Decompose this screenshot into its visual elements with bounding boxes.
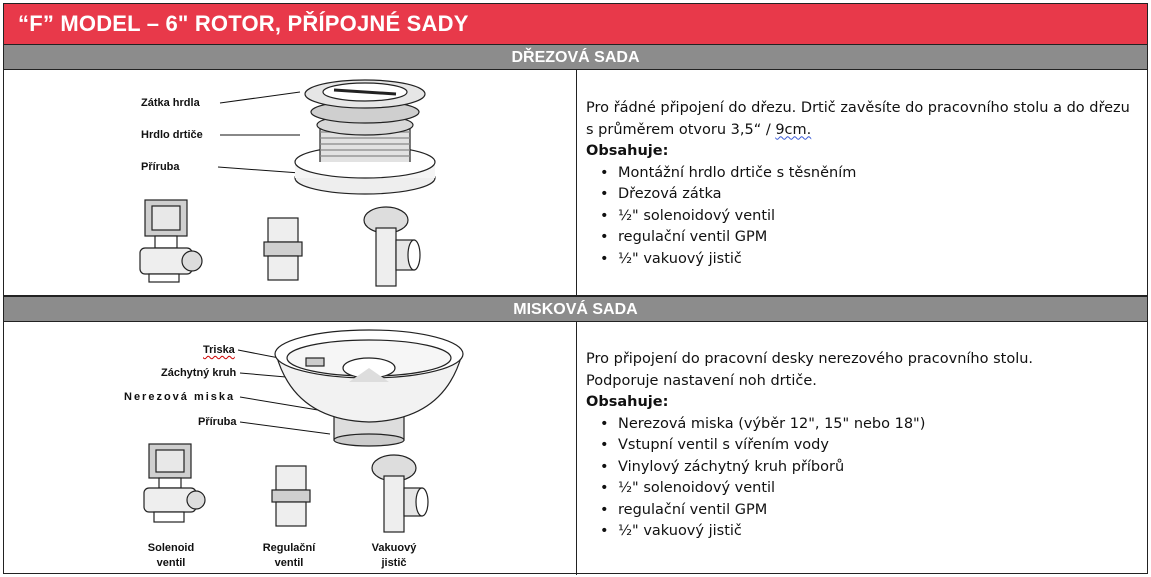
solenoid-valve-icon (139, 199, 203, 283)
list-item: ½" vakuový jistič (600, 521, 1033, 543)
callout-priruba-bowl: Příruba (198, 416, 237, 428)
sink-kit-drawing (139, 79, 436, 287)
bowl-kit-row: Triska Záchytný kruh Nerezová miska Přír… (4, 322, 1147, 575)
section-header-sink-kit: DŘEZOVÁ SADA (4, 44, 1147, 70)
section-header-bowl-kit: MISKOVÁ SADA (4, 296, 1147, 322)
bowl-desc-line-2: Podporuje nastavení noh drtiče. (586, 372, 817, 389)
vacuum-breaker-icon (371, 454, 429, 533)
sink-desc-line-1: Pro řádné připojení do dřezu. Drtič zavě… (586, 100, 1130, 116)
bowl-kit-items: Nerezová miska (výběr 12", 15" nebo 18")… (586, 414, 1033, 543)
bowl-kit-description: Pro připojení do pracovní desky nerezové… (578, 322, 1147, 575)
caption-vacuum-breaker: Vakuový jistič (371, 542, 417, 569)
list-item: Dřezová zátka (600, 184, 1130, 206)
sink-throat-icon (294, 79, 436, 195)
list-item: regulační ventil GPM (600, 227, 1130, 249)
sink-contains-label: Obsahuje: (586, 143, 669, 159)
callout-nerezova-miska: Nerezová miska (124, 391, 236, 403)
callout-priruba: Příruba (141, 161, 180, 173)
bowl-kit-illustration: Triska Záchytný kruh Nerezová miska Přír… (4, 322, 577, 575)
sink-kit-illustration: Zátka hrdla Hrdlo drtiče Příruba (4, 70, 577, 295)
sink-kit-items: Montážní hrdlo drtiče s těsněním Dřezová… (586, 163, 1130, 271)
sink-desc-unit: 9cm. (775, 121, 812, 138)
sink-desc-line-2: s průměrem otvoru 3,5“ / 9cm. (586, 121, 812, 138)
spec-sheet: “F” MODEL – 6" ROTOR, PŘÍPOJNÉ SADY DŘEZ… (3, 3, 1148, 575)
list-item: ½" solenoidový ventil (600, 206, 1130, 228)
bowl-kit-drawing (143, 329, 464, 533)
regulating-valve-icon (263, 217, 303, 281)
caption-solenoid-valve: Solenoid ventil (147, 542, 195, 569)
list-item: Vstupní ventil s vířením vody (600, 435, 1033, 457)
callout-zatka-hrdla: Zátka hrdla (141, 97, 200, 109)
list-item: ½" vakuový jistič (600, 249, 1130, 271)
callout-zachytny-kruh: Záchytný kruh (161, 367, 237, 379)
caption-regulating-valve: Regulační ventil (262, 542, 316, 569)
list-item: ½" solenoidový ventil (600, 478, 1033, 500)
sink-kit-description: Pro řádné připojení do dřezu. Drtič zavě… (578, 70, 1147, 295)
regulating-valve-icon (271, 465, 311, 527)
vacuum-breaker-icon (363, 206, 421, 287)
list-item: Nerezová miska (výběr 12", 15" nebo 18") (600, 414, 1033, 436)
callout-hrdlo-drtice: Hrdlo drtiče (141, 129, 203, 141)
bowl-desc-line-1: Pro připojení do pracovní desky nerezové… (586, 351, 1034, 367)
sink-kit-row: Zátka hrdla Hrdlo drtiče Příruba (4, 70, 1147, 296)
list-item: Vinylový záchytný kruh příborů (600, 457, 1033, 479)
list-item: regulační ventil GPM (600, 500, 1033, 522)
solenoid-valve-icon (143, 443, 206, 523)
stainless-bowl-icon (274, 329, 464, 447)
page-title: “F” MODEL – 6" ROTOR, PŘÍPOJNÉ SADY (4, 4, 1147, 44)
list-item: Montážní hrdlo drtiče s těsněním (600, 163, 1130, 185)
callout-triska: Triska (203, 344, 235, 356)
bowl-contains-label: Obsahuje: (586, 394, 669, 410)
